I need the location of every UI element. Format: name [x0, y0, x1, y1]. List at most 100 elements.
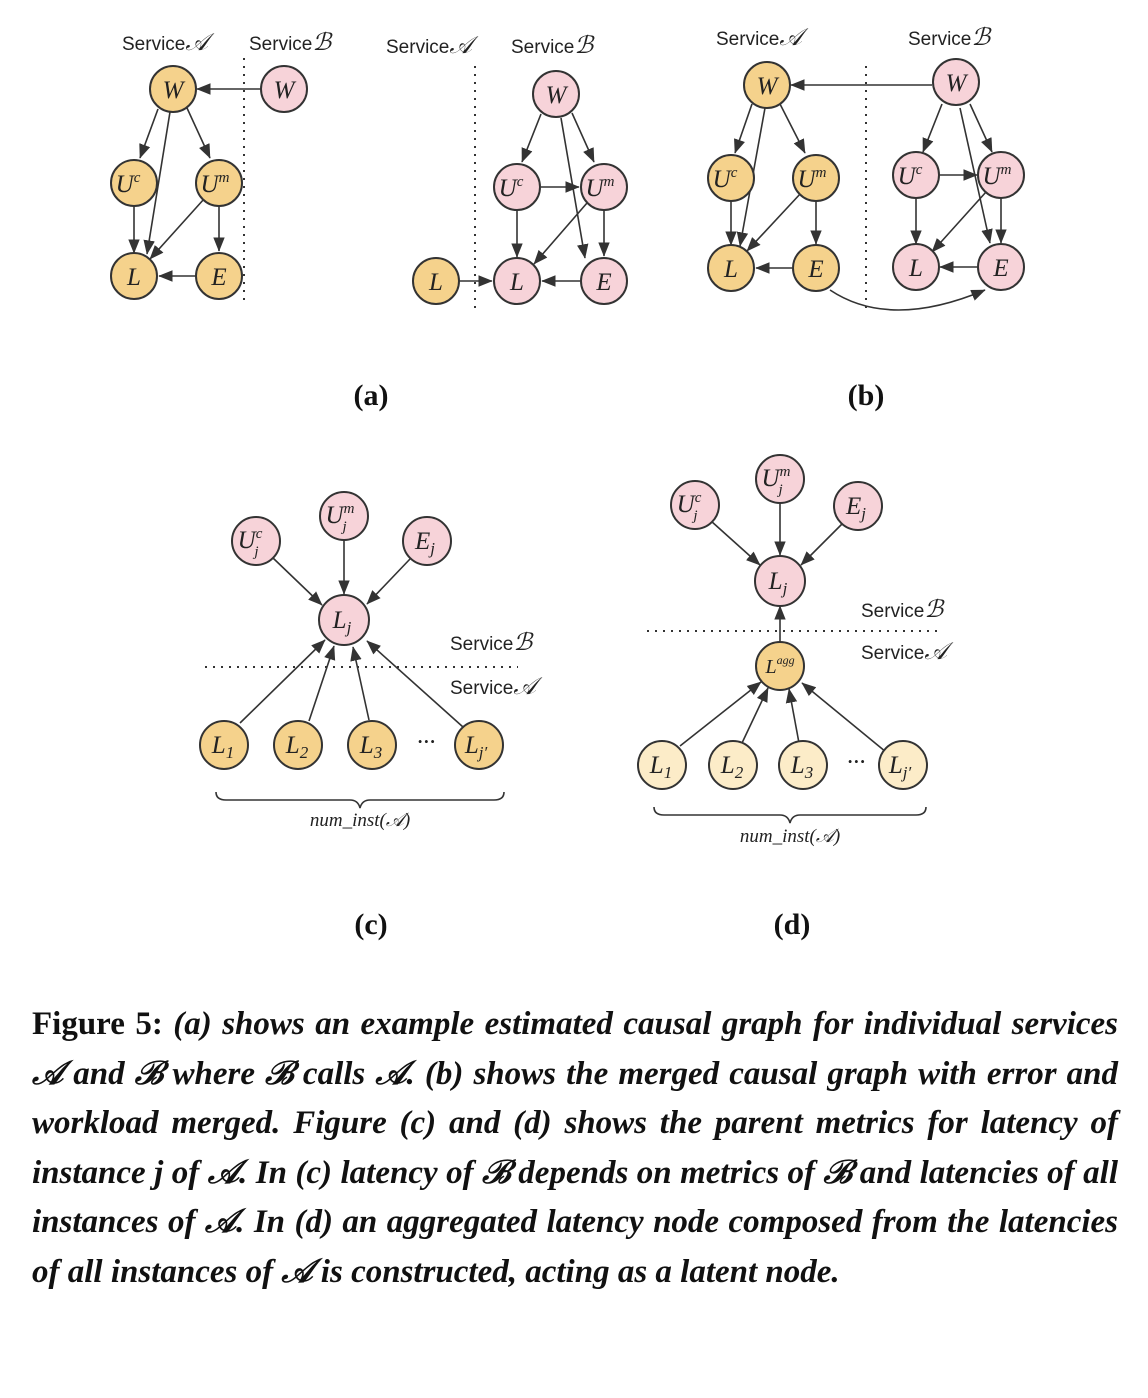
- edge: [272, 557, 323, 606]
- node-e: E: [195, 252, 243, 300]
- node-lj: Lj: [754, 555, 806, 607]
- node-l3: L3: [347, 720, 397, 770]
- node-uc: Uc: [110, 159, 158, 207]
- edge: [741, 687, 769, 744]
- service-b-label: Serviceℬ: [249, 28, 333, 56]
- svg-text:Lagg: Lagg: [764, 653, 794, 678]
- svg-text:L1: L1: [211, 732, 234, 762]
- svg-text:Lj: Lj: [332, 607, 352, 637]
- svg-text:L: L: [428, 269, 443, 296]
- svg-text:L: L: [723, 256, 738, 283]
- service-b-label: Serviceℬ: [861, 595, 945, 623]
- node-ej: Ej: [833, 481, 883, 531]
- service-a-label: Service𝒜: [861, 637, 954, 665]
- ellipsis: ···: [417, 729, 436, 756]
- node-e-b: E: [977, 243, 1025, 291]
- svg-text:L2: L2: [285, 732, 309, 762]
- svg-text:Umj: Umj: [326, 501, 355, 535]
- edge: [571, 112, 595, 163]
- node-l3: L3: [778, 740, 828, 790]
- svg-text:L: L: [126, 264, 141, 291]
- svg-text:Lj′: Lj′: [464, 732, 488, 762]
- node-l: L: [110, 252, 158, 300]
- svg-text:Uc: Uc: [898, 162, 923, 190]
- edge: [969, 103, 993, 153]
- panel-d-label: (d): [774, 908, 811, 941]
- node-w: W: [532, 70, 580, 118]
- svg-text:Uc: Uc: [116, 170, 141, 198]
- instances-brace: [215, 791, 505, 809]
- brace-label: num_inst(𝒜): [740, 826, 840, 847]
- node-um: Um: [580, 163, 628, 211]
- svg-text:W: W: [946, 70, 969, 97]
- edge: [186, 107, 211, 159]
- node-uc-a: Uc: [707, 154, 755, 202]
- svg-text:L2: L2: [720, 752, 744, 782]
- svg-text:Um: Um: [983, 162, 1012, 190]
- svg-text:Umj: Umj: [762, 464, 791, 498]
- node-l: L: [493, 257, 541, 305]
- edge-error-merge: [829, 289, 986, 311]
- edge: [931, 191, 987, 253]
- figure-number: Figure 5:: [32, 1006, 163, 1042]
- node-uc: Uc: [493, 163, 541, 211]
- node-um-a: Um: [792, 154, 840, 202]
- node-ljprime: Lj′: [454, 720, 504, 770]
- node-e-a: E: [792, 244, 840, 292]
- service-a-label: Service𝒜: [122, 28, 215, 56]
- svg-text:W: W: [546, 82, 569, 109]
- node-w-a: W: [149, 65, 197, 113]
- svg-text:L3: L3: [359, 732, 382, 762]
- service-b-label: Serviceℬ: [908, 23, 992, 51]
- node-w-a: W: [743, 61, 791, 109]
- edge: [533, 202, 588, 265]
- edge: [149, 198, 205, 260]
- panel-b-label: (b): [848, 379, 885, 412]
- svg-text:Lj′: Lj′: [888, 752, 912, 782]
- figure-caption: Figure 5: (a) shows an example estimated…: [32, 1000, 1118, 1297]
- svg-text:E: E: [210, 264, 226, 291]
- edge: [239, 639, 326, 724]
- edge: [350, 646, 370, 721]
- node-l-service-a: L: [412, 257, 460, 305]
- edge: [779, 103, 806, 154]
- svg-text:Ej: Ej: [845, 493, 866, 523]
- edge: [710, 520, 761, 566]
- edge: [800, 522, 844, 566]
- edge: [922, 103, 943, 153]
- edge: [785, 688, 800, 744]
- panel-a: Service𝒜 Serviceℬ W W Uc Um L: [110, 28, 333, 305]
- svg-text:Um: Um: [201, 170, 230, 198]
- node-l2: L2: [273, 720, 323, 770]
- svg-text:E: E: [807, 256, 823, 283]
- svg-text:L: L: [908, 255, 923, 282]
- node-uc-b: Uc: [892, 151, 940, 199]
- node-l1: L1: [637, 740, 687, 790]
- svg-text:L: L: [509, 269, 524, 296]
- svg-text:L1: L1: [649, 752, 672, 782]
- node-l-a: L: [707, 244, 755, 292]
- panel-b: Service𝒜 Serviceℬ W Uc Um: [707, 23, 1025, 311]
- ellipsis: ···: [847, 749, 866, 776]
- svg-text:Uc: Uc: [499, 174, 524, 202]
- edge: [143, 111, 171, 255]
- edge: [139, 108, 159, 159]
- node-w-b: W: [932, 58, 980, 106]
- svg-text:W: W: [163, 77, 186, 104]
- edge: [366, 640, 464, 728]
- node-l1: L1: [199, 720, 249, 770]
- edge: [679, 681, 762, 747]
- svg-text:E: E: [595, 269, 611, 296]
- svg-text:Ucj: Ucj: [238, 526, 263, 560]
- svg-text:Lj: Lj: [768, 568, 788, 598]
- panel-a-label: (a): [354, 379, 389, 412]
- node-lj: Lj: [318, 594, 370, 646]
- brace-label: num_inst(𝒜): [310, 810, 410, 831]
- panel-a-service-b: Service𝒜 Serviceℬ W Uc Um L L: [386, 31, 628, 312]
